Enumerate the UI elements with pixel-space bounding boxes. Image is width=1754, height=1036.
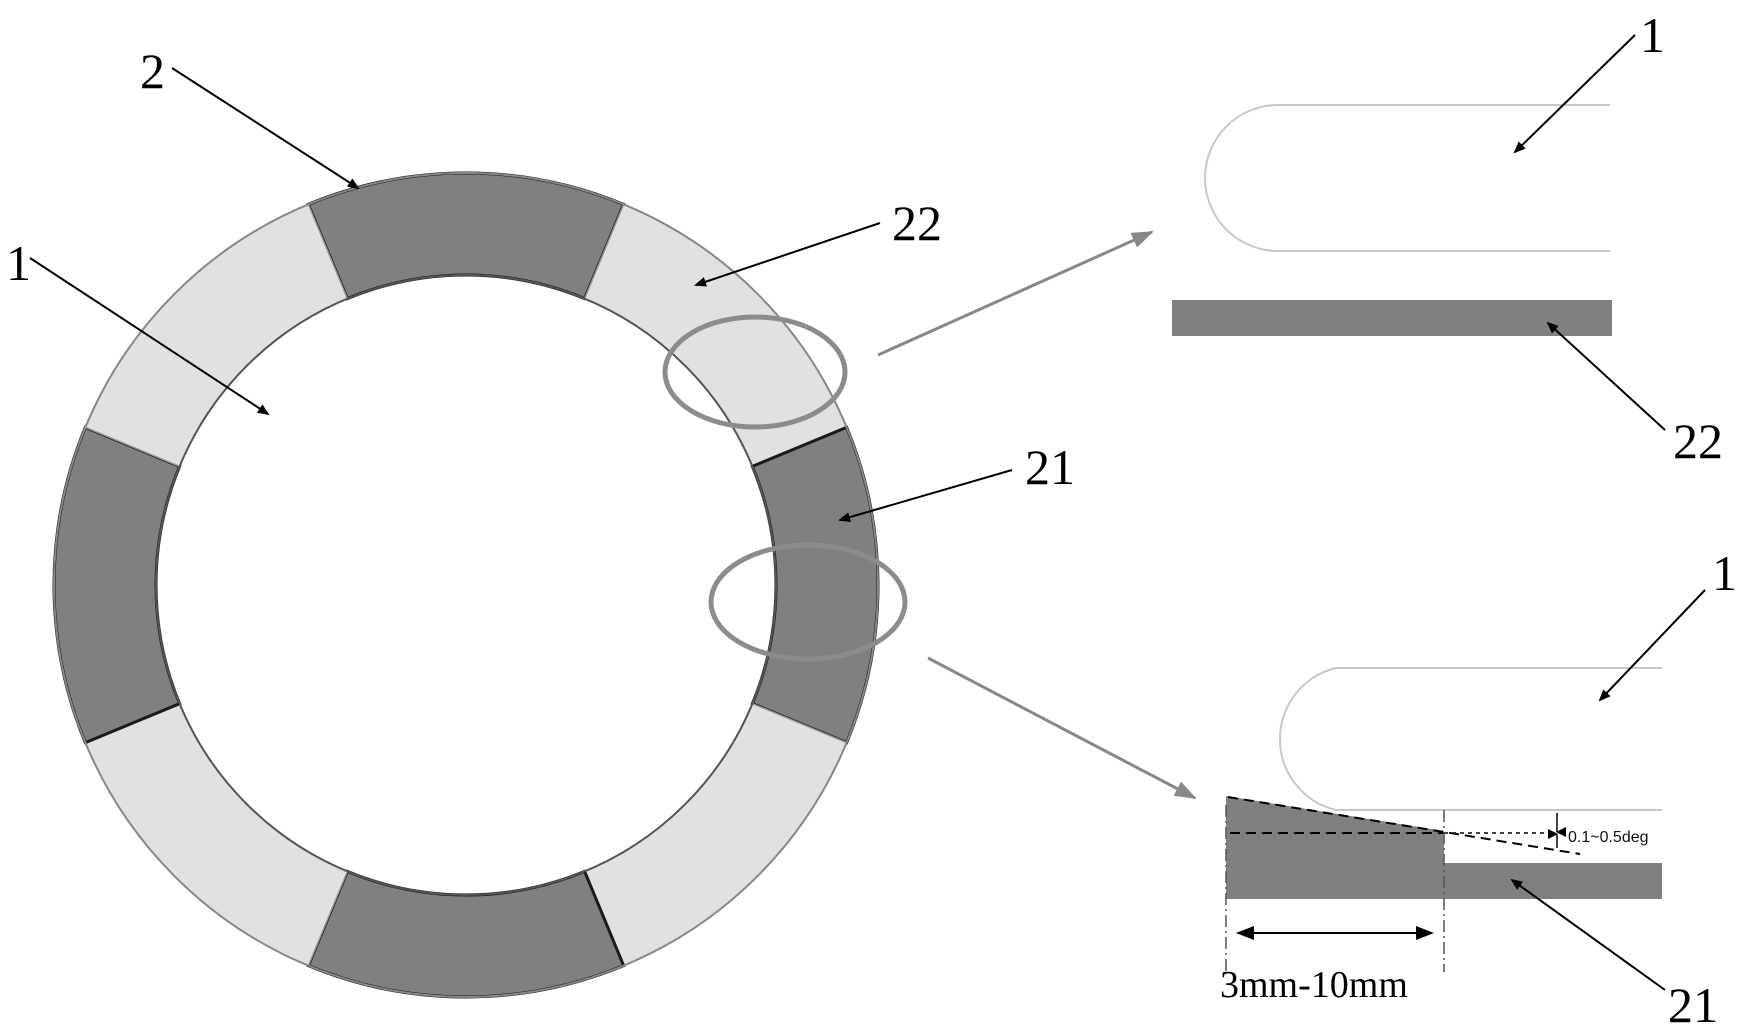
detail-arrow-lower bbox=[927, 656, 1197, 800]
length-dimension-text: 3mm-10mm bbox=[1220, 964, 1408, 1006]
bottom-detail-fold bbox=[1278, 667, 1662, 811]
dashed-slope bbox=[1227, 796, 1581, 855]
ring-segment-21 bbox=[306, 869, 626, 999]
highlight-ellipse-upper bbox=[662, 314, 848, 430]
leader-line-21-ring bbox=[838, 469, 1013, 523]
ring-segment-21 bbox=[306, 171, 626, 301]
top-detail-fold bbox=[1204, 104, 1610, 252]
leader-line-21-bottom bbox=[1510, 878, 1666, 991]
ring-outer-edge bbox=[53, 172, 879, 998]
ring-segment-22 bbox=[84, 702, 349, 967]
ring-inner-edge bbox=[155, 274, 777, 896]
bottom-detail-wedge-21 bbox=[1226, 796, 1444, 899]
bottom-detail-label-1: 1 bbox=[1712, 545, 1737, 601]
leader-line-2 bbox=[171, 67, 360, 190]
ring-segment-22 bbox=[583, 203, 848, 468]
bottom-detail: 3mm-10mm 0.1~0.5deg 1 21 bbox=[1220, 545, 1737, 1033]
angle-annotation: 0.1~0.5deg bbox=[1568, 829, 1649, 846]
ring-label-1: 1 bbox=[6, 235, 31, 291]
top-detail-label-1: 1 bbox=[1640, 7, 1665, 63]
detail-arrow-upper bbox=[877, 230, 1154, 357]
top-detail-strip-22 bbox=[1172, 300, 1612, 336]
ring-segment-22 bbox=[583, 702, 848, 967]
highlight-ellipse-lower bbox=[708, 542, 908, 662]
ring-label-2: 2 bbox=[140, 43, 165, 99]
segmented-ring bbox=[52, 171, 880, 999]
top-detail-label-22: 22 bbox=[1673, 413, 1723, 469]
leader-line-22-ring bbox=[694, 222, 881, 287]
ring-segment-21 bbox=[52, 425, 182, 745]
leader-line-22-top bbox=[1546, 321, 1666, 431]
top-detail: 1 22 bbox=[1172, 7, 1723, 469]
leader-line-1-ring bbox=[29, 257, 270, 416]
ring-label-22: 22 bbox=[892, 195, 942, 251]
ring-label-21: 21 bbox=[1025, 439, 1075, 495]
bottom-detail-strip-21 bbox=[1444, 863, 1662, 899]
leader-line-1-top bbox=[1513, 34, 1636, 154]
ring-segment-21 bbox=[750, 425, 880, 745]
ring-segment-22 bbox=[84, 203, 349, 468]
bottom-detail-label-21: 21 bbox=[1668, 977, 1718, 1033]
leader-line-1-bottom bbox=[1598, 589, 1706, 702]
